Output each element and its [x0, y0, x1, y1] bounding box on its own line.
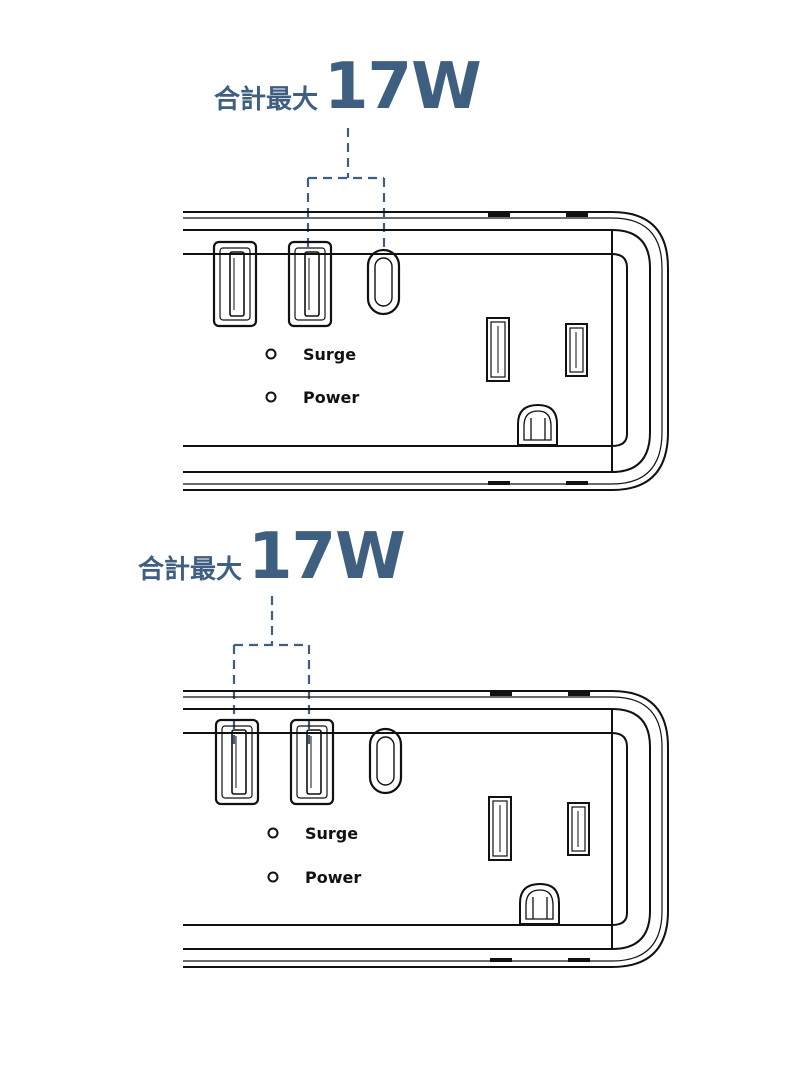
outlet-ground-hole	[517, 403, 558, 446]
power-strip-drawing: Surge Power	[183, 596, 669, 968]
usb-a-port-1	[212, 240, 258, 328]
callout-value: 17W	[248, 520, 406, 594]
surge-led-icon	[267, 827, 279, 839]
ac-outlet	[486, 317, 588, 446]
usb-a-port-1	[214, 718, 260, 806]
power-led-icon	[267, 871, 279, 883]
usb-a-port-2	[289, 718, 335, 806]
edge-notches	[490, 692, 590, 962]
edge-notches	[488, 213, 588, 485]
usb-c-port	[368, 727, 403, 795]
surge-label: Surge	[305, 824, 358, 843]
power-strip-drawing: Surge Power	[183, 128, 669, 491]
surge-indicator: Surge	[267, 824, 358, 843]
surge-label: Surge	[303, 345, 356, 364]
outlet-ground-hole	[519, 882, 560, 925]
total-output-callout: 合計最大17W	[214, 50, 482, 124]
power-led-icon	[265, 391, 277, 403]
callout-value: 17W	[324, 50, 482, 124]
surge-led-icon	[265, 348, 277, 360]
surge-indicator: Surge	[265, 345, 356, 364]
strip-body	[183, 211, 669, 491]
usb-a-port-2	[287, 240, 333, 328]
outlet-slot-narrow	[567, 802, 590, 856]
ac-outlet	[488, 796, 590, 925]
usb-c-port	[366, 248, 401, 316]
outlet-slot-wide	[486, 317, 510, 382]
power-label: Power	[303, 388, 359, 407]
power-indicator: Power	[265, 388, 359, 407]
callout-prefix: 合計最大	[138, 555, 243, 585]
power-label: Power	[305, 868, 361, 887]
diagram-bottom: 合計最大17W	[0, 520, 800, 1000]
dashed-bracket	[306, 128, 386, 255]
strip-body	[183, 690, 669, 968]
callout-prefix: 合計最大	[214, 85, 319, 115]
outlet-slot-wide	[488, 796, 512, 861]
total-output-callout: 合計最大17W	[138, 520, 406, 594]
diagram-top: 合計最大17W	[0, 0, 800, 500]
power-indicator: Power	[267, 868, 361, 887]
outlet-slot-narrow	[565, 323, 588, 377]
